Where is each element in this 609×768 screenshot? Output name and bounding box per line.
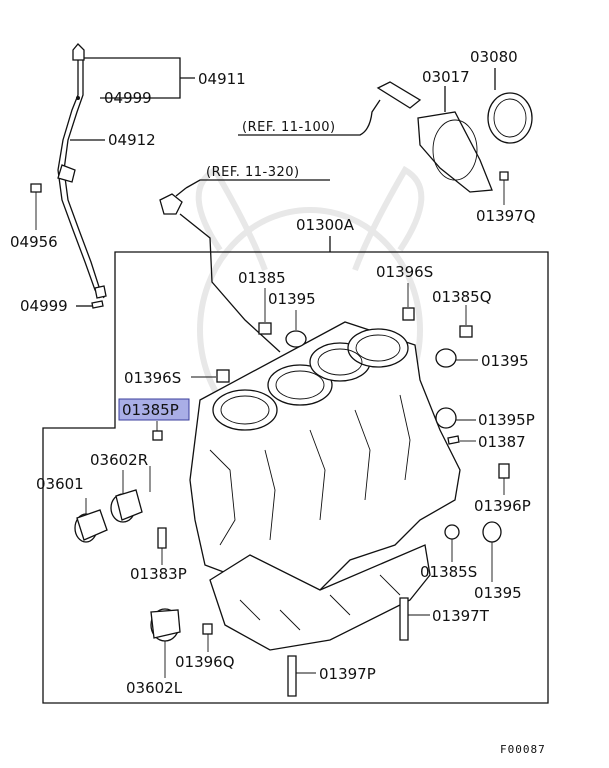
label-01385p[interactable]: 01385P — [122, 401, 179, 419]
cylinder-block — [189, 321, 461, 651]
label-01397p: 01397P — [319, 665, 376, 683]
label-01385q: 01385Q — [432, 288, 492, 306]
label-03080: 03080 — [470, 48, 518, 66]
label-01385: 01385 — [238, 269, 286, 287]
leader-switch-to-block — [179, 213, 281, 353]
figure-id: F00087 — [500, 743, 546, 756]
label-01385s: 01385S — [420, 563, 477, 581]
label-04911: 04911 — [198, 70, 246, 88]
oil-pressure-switch — [159, 187, 187, 215]
label-04912: 04912 — [108, 131, 156, 149]
highlighted-part-01385p[interactable]: 01385P — [118, 398, 190, 421]
leader-ref-11-320 — [185, 179, 330, 189]
label-04956: 04956 — [10, 233, 58, 251]
label-03017: 03017 — [422, 68, 470, 86]
dipstick-leaders — [30, 57, 195, 309]
label-01387: 01387 — [478, 433, 526, 451]
label-01396s-left: 01396S — [124, 369, 181, 387]
oil-dipstick-assembly — [57, 43, 107, 299]
label-01383p: 01383P — [130, 565, 187, 583]
part-leaders — [85, 283, 505, 678]
rear-oil-seal-case — [376, 81, 533, 205]
label-03601: 03601 — [36, 475, 84, 493]
leader-ref-11-100 — [238, 99, 381, 136]
ref-11-100: (REF. 11-100) — [242, 120, 336, 135]
label-04999-lower: 04999 — [20, 297, 68, 315]
label-01397q: 01397Q — [476, 207, 536, 225]
label-01300a: 01300A — [296, 216, 355, 234]
label-01397t: 01397T — [432, 607, 490, 625]
label-01395-top: 01395 — [268, 290, 316, 308]
label-01395-low: 01395 — [474, 584, 522, 602]
label-01396p: 01396P — [474, 497, 531, 515]
ref-11-320: (REF. 11-320) — [206, 165, 300, 180]
thrust-bearings — [74, 489, 181, 642]
label-01396q: 01396Q — [175, 653, 235, 671]
label-01396s-top: 01396S — [376, 263, 433, 281]
small-parts — [152, 307, 510, 697]
label-04999-upper: 04999 — [104, 89, 152, 107]
label-03602r: 03602R — [90, 451, 148, 469]
label-03602l: 03602L — [126, 679, 183, 697]
assembly-frame — [42, 251, 549, 704]
label-01395p: 01395P — [478, 411, 535, 429]
label-01395-right: 01395 — [481, 352, 529, 370]
